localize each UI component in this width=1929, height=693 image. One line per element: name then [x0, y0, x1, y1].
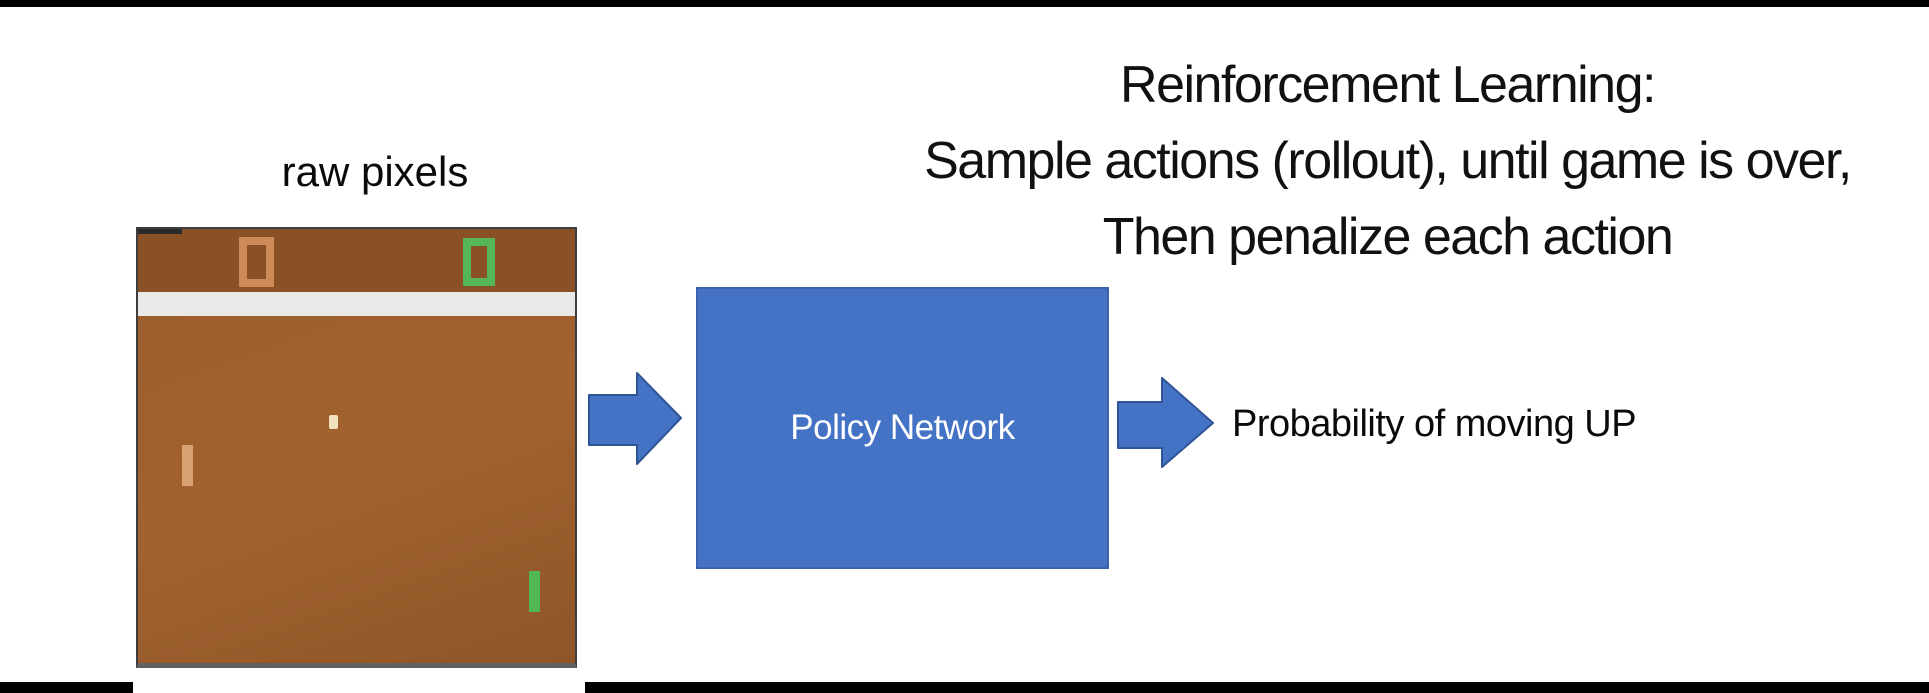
title-line-2: Sample actions (rollout), until game is … [924, 132, 1852, 190]
policy-network-box: Policy Network [696, 287, 1109, 569]
slide-title: Reinforcement Learning: Sample actions (… [845, 47, 1929, 275]
pong-wall-band [138, 292, 575, 316]
pong-top-left-notch [138, 229, 182, 234]
policy-network-label: Policy Network [790, 408, 1015, 447]
raw-pixels-label: raw pixels [281, 148, 469, 195]
input-arrow-icon [588, 372, 682, 465]
title-line-1: Reinforcement Learning: [1120, 56, 1656, 114]
pong-score-band [138, 229, 575, 292]
title-line-3: Then penalize each action [1102, 208, 1674, 266]
pong-play-area [138, 316, 575, 663]
pong-ball [329, 415, 338, 429]
right-paddle [529, 571, 540, 612]
probability-label: Probability of moving UP [1232, 403, 1637, 445]
left-score-zero-digit [239, 237, 274, 287]
top-black-bar [0, 0, 1929, 7]
bottom-right-black-bar [585, 682, 1929, 693]
pong-game-screenshot [136, 227, 577, 668]
right-score-zero-digit [463, 238, 495, 286]
output-arrow-icon [1117, 377, 1214, 468]
left-paddle [182, 445, 193, 486]
bottom-left-black-bar [0, 682, 133, 693]
